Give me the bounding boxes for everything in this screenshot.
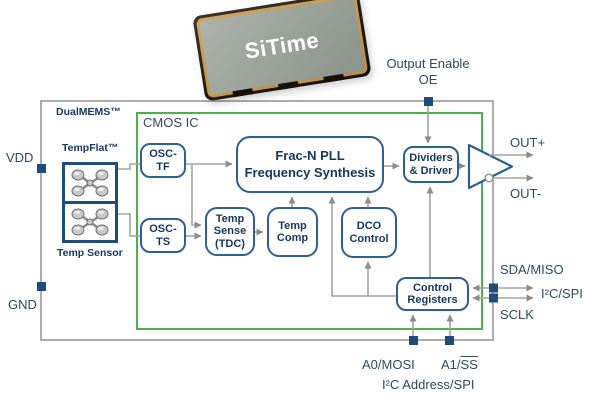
label-i2c-address-spi: I²C Address/SPI [382,377,475,392]
block-temp-comp: Temp Comp [267,207,318,257]
block-label: Comp [276,232,309,244]
wire-mems-to-osctf [118,163,140,170]
block-dco-control: DCO Control [341,207,397,258]
wire-osctf-to-tempsense [191,164,202,229]
mems-resonator-icon [71,208,109,236]
chip-logo: SiTime [243,27,321,64]
block-label: (TDC) [215,237,245,250]
label-a1-ss-overline: SS [460,357,478,372]
label-a1-prefix: A1/ [441,357,461,372]
label-out-plus: OUT+ [510,135,546,150]
oscillator-package-box [40,100,494,341]
block-frac-n-pll: Frac-N PLL Frequency Synthesis [236,136,384,193]
block-label: Sense [213,225,247,238]
block-label: & Driver [409,164,453,177]
block-label: OSC- [149,223,177,236]
a0-pin [409,336,418,345]
label-a1-ss: A1/SS [441,357,478,373]
block-label: Registers [407,294,458,306]
sda-pin [489,283,498,293]
label-i2c-spi: I²C/SPI [541,286,583,301]
block-label: DCO [356,220,382,233]
block-label: TS [155,235,171,248]
label-output-enable: Output Enable OE [368,56,488,87]
a1-pin [445,336,454,345]
wire-ctrlregs-to-pll [328,196,396,297]
label-a0-mosi: A0/MOSI [362,357,415,372]
block-dividers-driver: Dividers & Driver [403,146,459,183]
inverter-bubble-icon [484,173,494,183]
block-label: Control [412,281,453,294]
block-label: Control [349,232,389,245]
label-temp-sensor: Temp Sensor [57,247,123,259]
temp-sensor-resonator-cell [65,204,115,240]
block-label: Frac-N PLL [275,148,345,164]
block-label: Temp [215,213,245,226]
mems-resonator-icon [71,169,109,197]
label-sda-miso: SDA/MISO [500,262,564,277]
cmos-ic-box [136,112,483,330]
label-out-minus: OUT- [510,186,542,201]
label-tempflat: TempFlat™ [62,142,119,154]
dualmems-resonators [62,162,118,243]
block-label: Frequency Synthesis [244,164,376,180]
label-output-enable-text: Output Enable [386,56,470,71]
label-oe: OE [418,71,438,87]
label-vdd: VDD [6,150,34,165]
block-control-registers: Control Registers [396,277,469,311]
block-label: Dividers [409,152,453,165]
block-osc-ts: OSC- TS [140,218,186,253]
sclk-pin [489,293,498,303]
gnd-pin [37,282,46,291]
block-label: TF [156,160,170,173]
vdd-pin [37,164,46,173]
label-cmos-ic: CMOS IC [143,115,199,130]
block-osc-tf: OSC- TF [140,143,186,178]
block-temp-sense: Temp Sense (TDC) [205,207,255,256]
label-gnd: GND [8,297,37,312]
block-label: OSC- [149,148,177,161]
oe-pin [424,97,433,106]
tempflat-resonator-cell [65,165,115,204]
label-dualmems: DualMEMS™ [56,106,121,118]
wire-mems-to-oscts [118,213,140,237]
block-label: Temp [278,219,307,232]
label-sclk: SCLK [500,307,534,322]
